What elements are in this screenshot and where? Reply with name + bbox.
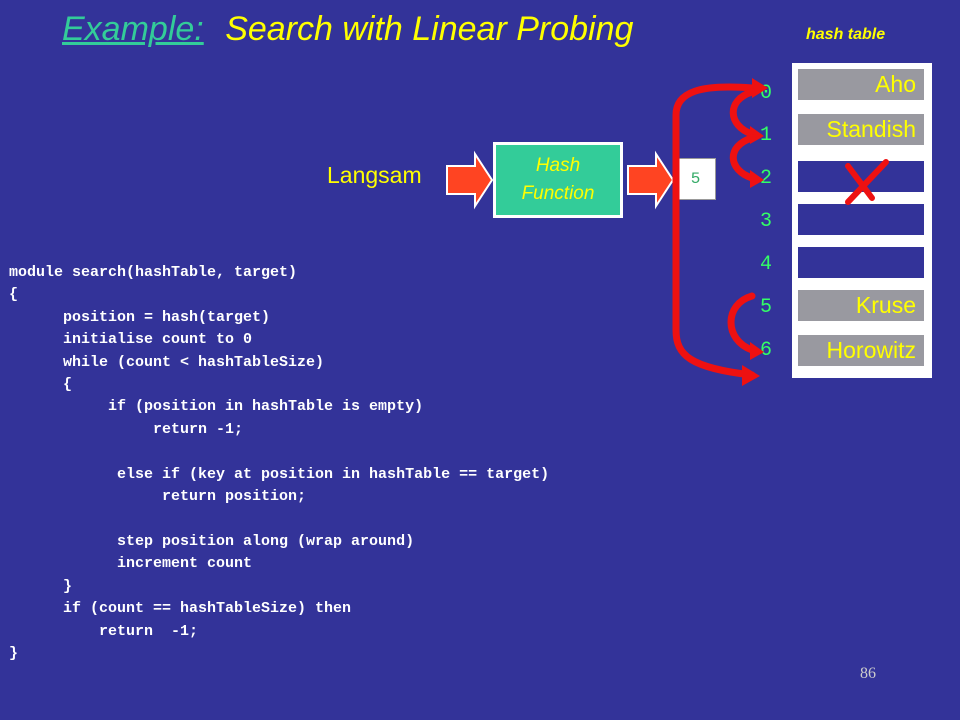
- table-cell-3: [798, 204, 924, 235]
- table-cell-0: Aho: [798, 69, 924, 100]
- code-line: return -1;: [9, 622, 199, 640]
- table-cell-2: [798, 161, 924, 192]
- hash-table-label: hash table: [806, 26, 886, 43]
- probe-arrowhead-wrap-bottom: [742, 365, 760, 386]
- hash-function-line1: Hash: [535, 155, 581, 176]
- probe-arrow-0-1: [729, 88, 756, 138]
- code-line: return position;: [9, 488, 307, 506]
- arrow-key-to-hash: [446, 150, 494, 210]
- hash-function-box: Hash Function: [493, 142, 623, 218]
- hash-function-line2: Function: [521, 183, 595, 204]
- code-line: step position along (wrap around): [9, 532, 415, 550]
- index-2: 2: [760, 167, 773, 190]
- title-example-label: Example:: [62, 10, 204, 48]
- arrow-hash-to-output: [627, 150, 675, 210]
- probe-arrow-5-6: [727, 292, 756, 354]
- index-1: 1: [760, 124, 773, 147]
- pseudocode: module search(hashTable, target) { posit…: [9, 262, 549, 665]
- probe-arrow-wrap: [672, 83, 756, 379]
- code-line: }: [9, 644, 19, 662]
- index-3: 3: [760, 210, 773, 233]
- hash-table: Aho Standish Kruse Horowitz: [792, 63, 932, 378]
- table-cell-5: Kruse: [798, 290, 924, 321]
- table-cell-1: Standish: [798, 114, 924, 145]
- code-line: else if (key at position in hashTable ==…: [9, 465, 550, 483]
- code-line: if (position in hashTable is empty): [9, 398, 424, 416]
- code-line: {: [9, 286, 19, 304]
- code-line: while (count < hashTableSize): [9, 353, 325, 371]
- code-line: return -1;: [9, 420, 244, 438]
- table-cell-6: Horowitz: [798, 335, 924, 366]
- slide-title: Example: Search with Linear Probing: [62, 10, 633, 49]
- search-key: Langsam: [327, 162, 422, 188]
- title-text: Search with Linear Probing: [225, 10, 634, 48]
- hash-output-box: 5: [675, 158, 716, 200]
- code-line: initialise count to 0: [9, 331, 253, 349]
- probe-arrow-1-2: [729, 134, 756, 182]
- table-cell-4: [798, 247, 924, 278]
- index-6: 6: [760, 339, 773, 362]
- code-line: position = hash(target): [9, 308, 271, 326]
- index-0: 0: [760, 82, 773, 105]
- index-5: 5: [760, 296, 773, 319]
- code-line: module search(hashTable, target): [9, 264, 298, 281]
- code-line: }: [9, 577, 73, 595]
- code-line: {: [9, 376, 73, 394]
- code-line: if (count == hashTableSize) then: [9, 600, 352, 618]
- index-4: 4: [760, 253, 773, 276]
- page-number: 86: [860, 665, 876, 682]
- code-line: increment count: [9, 555, 253, 573]
